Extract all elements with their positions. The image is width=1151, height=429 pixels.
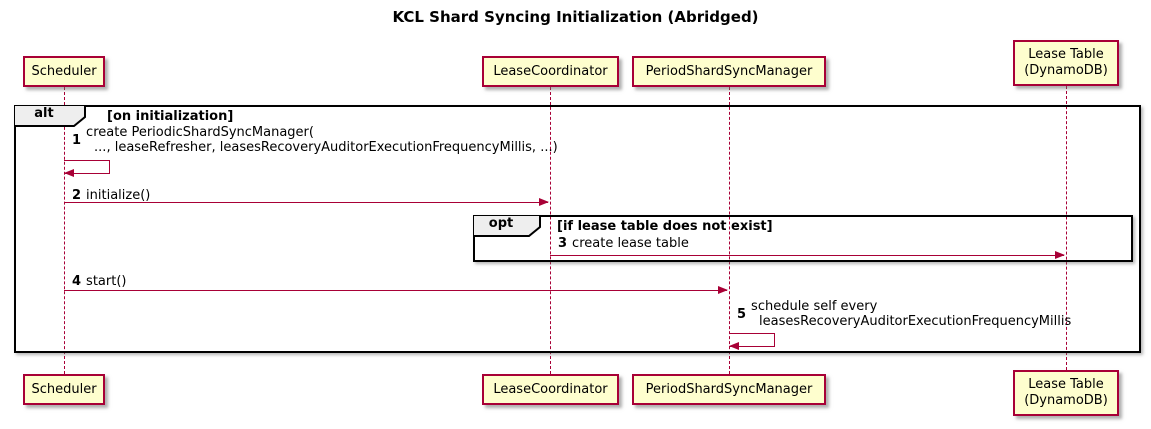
message-1-self-arrow <box>64 160 110 174</box>
alt-frame-guard: [on initialization] <box>107 109 234 124</box>
lifeline-lease-coordinator <box>550 87 551 374</box>
message-3-label: 3 create lease table <box>558 236 689 251</box>
message-4-arrowhead-icon <box>718 286 728 294</box>
opt-frame: opt [if lease table does not exist] <box>473 215 1133 262</box>
message-1-arrowhead-icon <box>64 169 74 177</box>
participant-lease-coordinator-top: LeaseCoordinator <box>482 56 619 87</box>
participant-label: Lease Table (DynamoDB) <box>1024 47 1108 78</box>
participant-label: Lease Table (DynamoDB) <box>1024 377 1108 408</box>
participant-period-shard-sync-manager-top: PeriodShardSyncManager <box>632 56 826 87</box>
participant-lease-table-top: Lease Table (DynamoDB) <box>1013 40 1119 86</box>
alt-frame-label-shape <box>14 105 86 127</box>
participant-lease-coordinator-bottom: LeaseCoordinator <box>482 374 619 405</box>
participant-scheduler-top: Scheduler <box>23 56 105 87</box>
participant-label: LeaseCoordinator <box>493 381 608 397</box>
participant-label: LeaseCoordinator <box>493 63 608 79</box>
diagram-title: KCL Shard Syncing Initialization (Abridg… <box>392 8 759 26</box>
lifeline-period-shard-sync-manager <box>729 87 730 374</box>
message-number: 4 <box>72 274 82 289</box>
message-3-arrowhead-icon <box>1055 251 1065 259</box>
participant-label: Scheduler <box>31 63 97 79</box>
participant-period-shard-sync-manager-bottom: PeriodShardSyncManager <box>632 374 826 405</box>
message-number: 5 <box>737 306 747 322</box>
alt-frame: alt [on initialization] <box>14 105 1141 353</box>
message-text: schedule self every leasesRecoveryAudito… <box>751 299 1072 329</box>
participant-label: PeriodShardSyncManager <box>645 63 813 79</box>
message-number: 1 <box>72 132 82 148</box>
lifeline-scheduler <box>64 87 65 374</box>
message-text: initialize() <box>86 188 151 203</box>
participant-scheduler-bottom: Scheduler <box>23 374 105 405</box>
message-2-label: 2 initialize() <box>72 188 150 203</box>
message-5-label: 5 schedule self every leasesRecoveryAudi… <box>737 299 1071 329</box>
message-text: create lease table <box>572 236 689 251</box>
message-number: 3 <box>558 236 568 251</box>
message-3-arrow <box>550 255 1064 256</box>
message-4-label: 4 start() <box>72 274 126 289</box>
message-text: start() <box>86 274 127 289</box>
message-1-label: 1 create PeriodicShardSyncManager( ..., … <box>72 125 558 155</box>
message-4-arrow <box>64 290 727 291</box>
opt-frame-guard: [if lease table does not exist] <box>557 219 773 234</box>
opt-frame-label-shape <box>473 215 541 237</box>
message-5-arrowhead-icon <box>729 342 739 350</box>
participant-label: PeriodShardSyncManager <box>645 381 813 397</box>
message-text: create PeriodicShardSyncManager( ..., le… <box>86 125 558 155</box>
participant-label: Scheduler <box>31 381 97 397</box>
message-2-arrowhead-icon <box>539 198 549 206</box>
alt-frame-keyword: alt <box>34 106 54 121</box>
participant-lease-table-bottom: Lease Table (DynamoDB) <box>1013 370 1119 416</box>
lifeline-lease-table <box>1066 86 1067 370</box>
message-5-self-arrow <box>729 333 775 347</box>
message-2-arrow <box>64 202 548 203</box>
message-number: 2 <box>72 188 82 203</box>
opt-frame-keyword: opt <box>488 216 514 231</box>
